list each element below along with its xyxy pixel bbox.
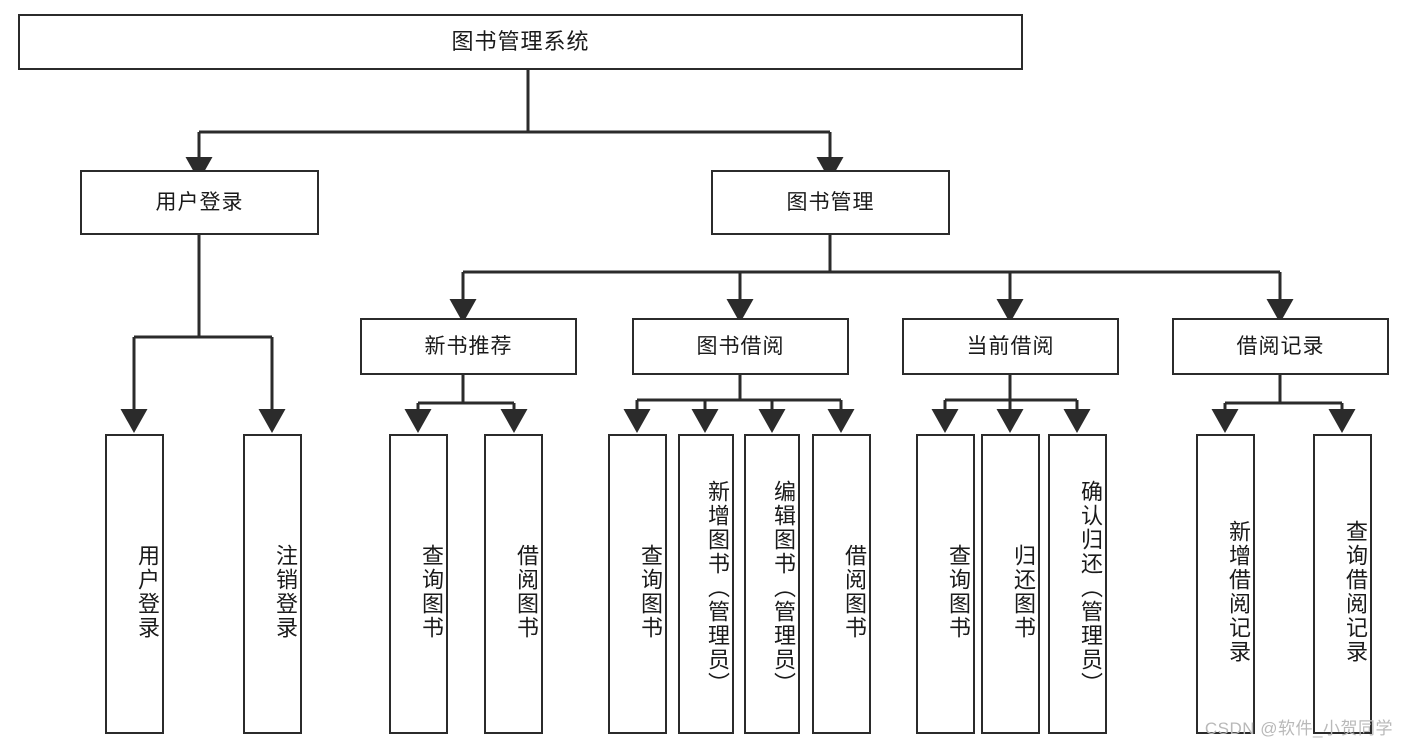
node-new-book-recommend[interactable]: 新书推荐: [360, 318, 577, 375]
leaf-add-book-admin[interactable]: 新增图书（管理员）: [678, 434, 734, 734]
watermark-text: CSDN @软件_小贺同学: [1204, 719, 1393, 738]
leaf-return-book[interactable]: 归还图书: [981, 434, 1040, 734]
leaf-confirm-return-admin[interactable]: 确认归还（管理员）: [1048, 434, 1107, 734]
node-user-login[interactable]: 用户登录: [80, 170, 319, 235]
leaf-query-borrow-record[interactable]: 查询借阅记录: [1313, 434, 1372, 734]
leaf-logout[interactable]: 注销登录: [243, 434, 302, 734]
leaf-borrow-book-borrow[interactable]: 借阅图书: [812, 434, 871, 734]
node-root-system[interactable]: 图书管理系统: [18, 14, 1023, 70]
leaf-query-book-borrow[interactable]: 查询图书: [608, 434, 667, 734]
node-book-management[interactable]: 图书管理: [711, 170, 950, 235]
node-current-borrow[interactable]: 当前借阅: [902, 318, 1119, 375]
leaf-edit-book-admin[interactable]: 编辑图书（管理员）: [744, 434, 800, 734]
leaf-add-borrow-record[interactable]: 新增借阅记录: [1196, 434, 1255, 734]
node-borrow-record[interactable]: 借阅记录: [1172, 318, 1389, 375]
leaf-query-book-current[interactable]: 查询图书: [916, 434, 975, 734]
leaf-borrow-book-recommend[interactable]: 借阅图书: [484, 434, 543, 734]
leaf-query-book-recommend[interactable]: 查询图书: [389, 434, 448, 734]
node-book-borrow[interactable]: 图书借阅: [632, 318, 849, 375]
leaf-user-login[interactable]: 用户登录: [105, 434, 164, 734]
